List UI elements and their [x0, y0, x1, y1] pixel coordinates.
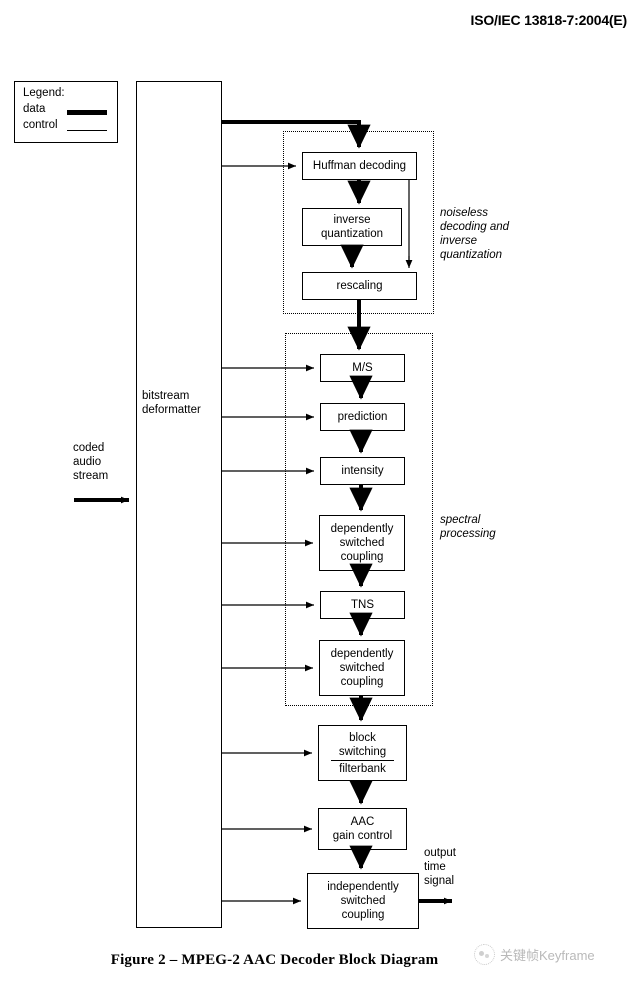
legend-control-label: control	[23, 119, 58, 131]
output-line-1: output	[424, 847, 456, 859]
ms-line-1: M/S	[352, 362, 373, 374]
block-huffman-decoding: Huffman decoding	[302, 152, 417, 180]
isc-line-2: switched	[340, 895, 386, 907]
legend-title: Legend:	[23, 87, 65, 99]
rescaling-line-1: rescaling	[336, 280, 383, 292]
block-dependently-switched-coupling-2: dependently switched coupling	[319, 640, 405, 696]
block-inverse-quantization: inverse quantization	[302, 208, 402, 246]
group-spectral-processing-label: spectral processing	[440, 513, 496, 541]
inverse-quantization-line-2: quantization	[320, 228, 384, 240]
spectral-label-line-2: processing	[440, 528, 496, 540]
dsc2-line-2: switched	[339, 662, 385, 674]
deformatter-line-1: bitstream	[142, 390, 190, 402]
bsf-divider	[331, 759, 394, 761]
legend-data-swatch-icon	[67, 110, 107, 115]
dsc1-line-1: dependently	[330, 523, 394, 535]
legend-data-label: data	[23, 103, 46, 115]
output-line-3: signal	[424, 875, 455, 887]
input-line-2: audio	[73, 456, 102, 468]
block-dependently-switched-coupling-1: dependently switched coupling	[319, 515, 405, 571]
figure-caption: Figure 2 – MPEG-2 AAC Decoder Block Diag…	[0, 952, 639, 969]
intensity-line-1: intensity	[341, 465, 384, 477]
aac-gain-line-2: gain control	[332, 830, 393, 842]
watermark: 关键帧Keyframe	[474, 944, 595, 965]
inverse-quantization-line-1: inverse	[333, 214, 371, 226]
watermark-logo-icon	[474, 944, 495, 965]
input-signal-label: coded audio stream	[73, 441, 108, 483]
block-intensity: intensity	[320, 457, 405, 485]
deformatter-line-2: deformatter	[142, 403, 201, 416]
output-line-2: time	[424, 861, 446, 873]
aac-gain-line-1: AAC	[350, 816, 375, 828]
isc-line-1: independently	[327, 881, 399, 893]
noiseless-label-line-2: decoding and	[440, 221, 510, 233]
block-block-switching-filterbank: block switching filterbank	[318, 725, 407, 781]
block-bitstream-deformatter-label: bitstream deformatter	[142, 390, 201, 417]
input-line-1: coded	[73, 442, 105, 454]
bsf-line-2: switching	[338, 745, 387, 758]
noiseless-label-line-4: quantization	[440, 249, 503, 261]
huffman-decoding-line-1: Huffman decoding	[312, 160, 407, 172]
block-prediction: prediction	[320, 403, 405, 431]
noiseless-label-line-1: noiseless	[440, 207, 488, 219]
figure-caption-text: Figure 2 – MPEG-2 AAC Decoder Block Diag…	[110, 952, 439, 968]
bsf-line-1: block	[349, 731, 376, 744]
watermark-text: 关键帧Keyframe	[500, 948, 595, 963]
bsf-line-3: filterbank	[339, 762, 386, 775]
block-bitstream-deformatter	[136, 81, 222, 928]
dsc1-line-2: switched	[339, 537, 385, 549]
dsc2-line-3: coupling	[340, 676, 384, 688]
block-tns: TNS	[320, 591, 405, 619]
legend-control-swatch-icon	[67, 130, 107, 131]
legend-panel: Legend: data control	[14, 81, 118, 143]
block-ms: M/S	[320, 354, 405, 382]
spectral-label-line-1: spectral	[440, 514, 481, 526]
block-rescaling: rescaling	[302, 272, 417, 300]
isc-line-3: coupling	[341, 909, 385, 921]
input-line-3: stream	[73, 470, 109, 482]
output-signal-label: output time signal	[424, 846, 456, 888]
block-aac-gain-control: AAC gain control	[318, 808, 407, 850]
noiseless-label-line-3: inverse	[440, 235, 478, 247]
document-standard-id: ISO/IEC 13818-7:2004(E)	[470, 12, 628, 28]
block-independently-switched-coupling: independently switched coupling	[307, 873, 419, 929]
dsc1-line-3: coupling	[340, 551, 384, 563]
dsc2-line-1: dependently	[330, 648, 394, 660]
prediction-line-1: prediction	[337, 411, 388, 423]
group-noiseless-decoding-label: noiseless decoding and inverse quantizat…	[440, 206, 509, 262]
tns-line-1: TNS	[351, 599, 374, 611]
